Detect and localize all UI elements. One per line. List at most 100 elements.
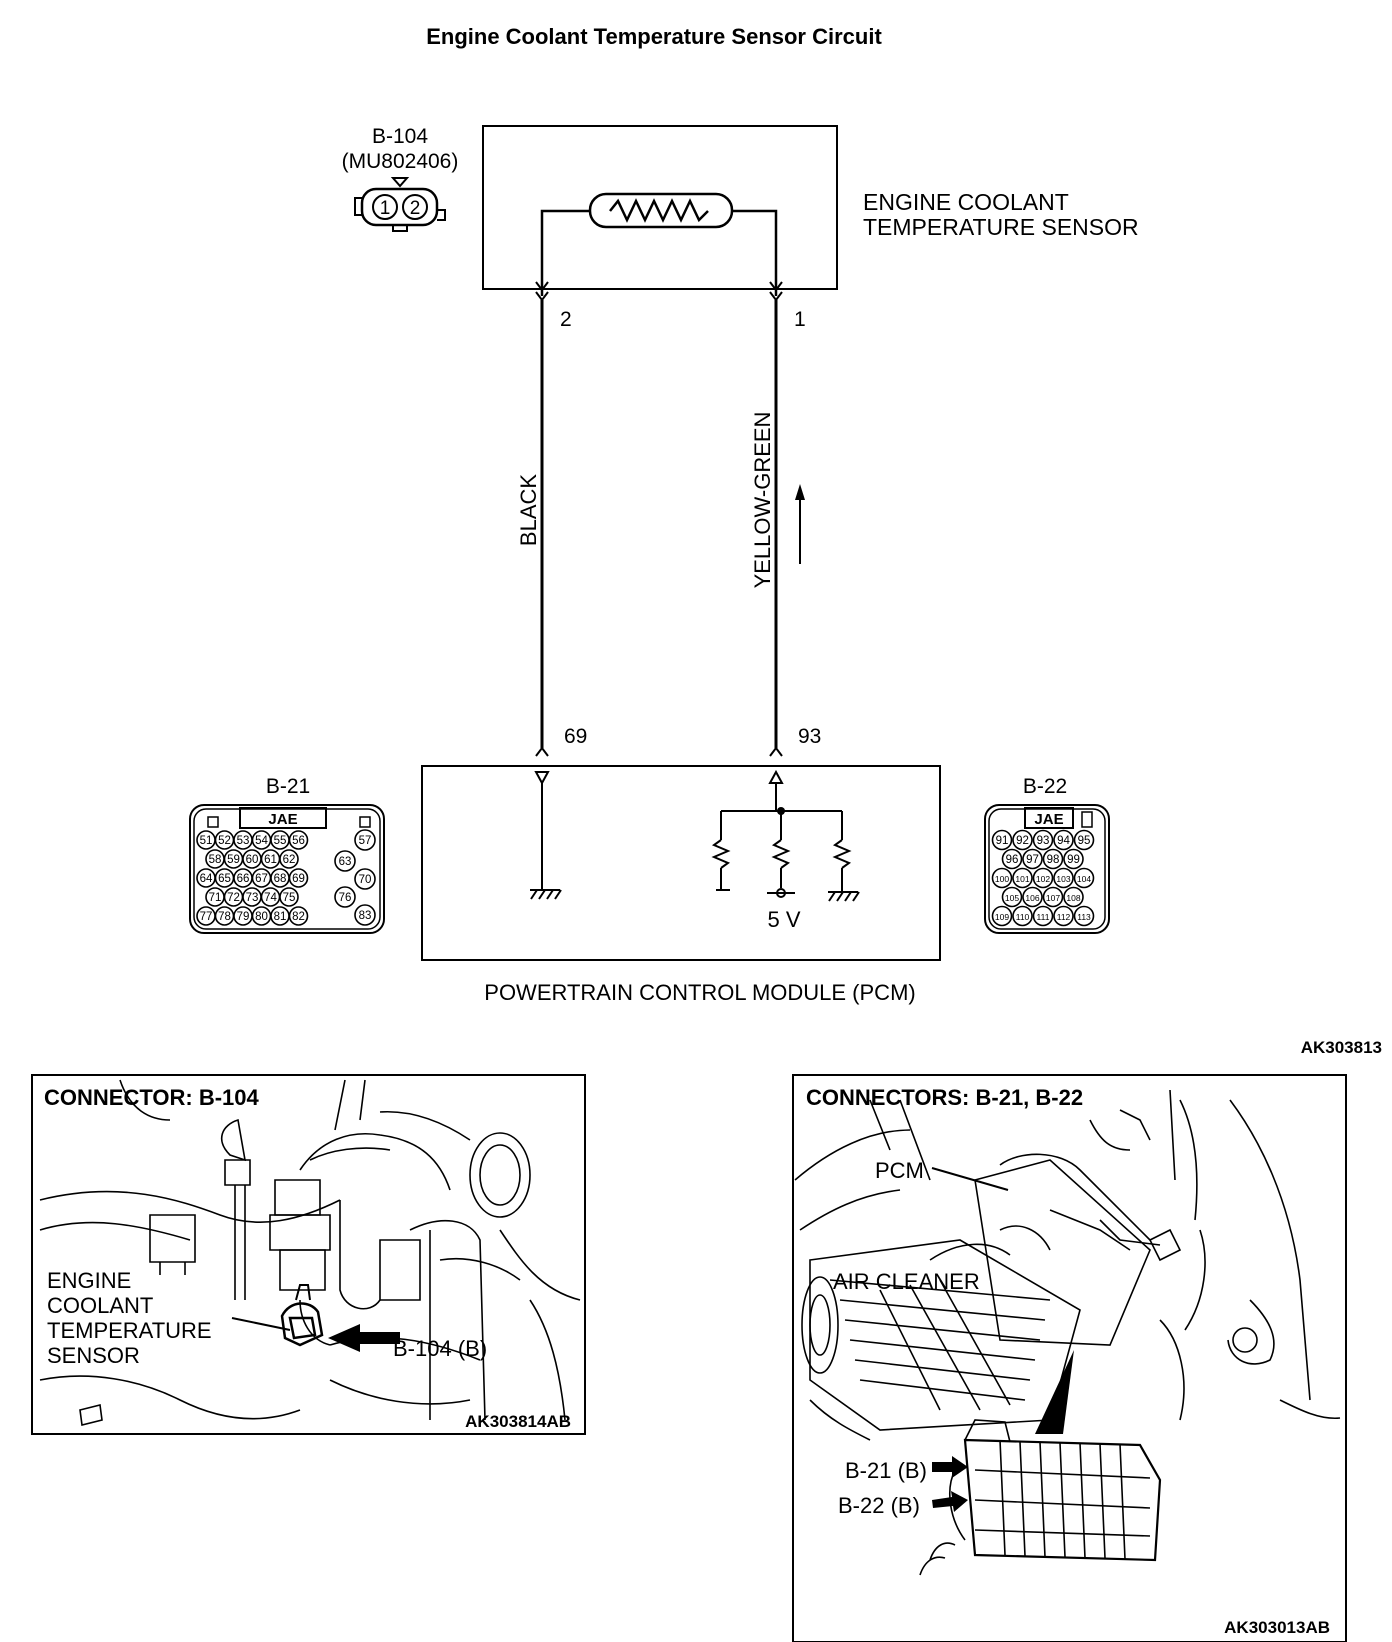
yellow-green-wire-label: YELLOW-GREEN: [750, 412, 775, 589]
connector-b104-latch: [390, 177, 410, 188]
connector-b22-type: JAE: [1034, 811, 1063, 828]
b21-pin-82-circle: [288, 906, 309, 926]
pcm-bay-sketch: [794, 1089, 1341, 1441]
b22-pin-111-circle: [1032, 905, 1054, 927]
b22-pin-106: 106: [1025, 893, 1039, 903]
b21-pin-65: 65: [218, 873, 231, 885]
sensor-pin-1: 1: [794, 308, 806, 331]
sensor-box: [482, 125, 838, 290]
pcm-box: [421, 765, 941, 961]
b22-pin-98-circle: [1042, 848, 1064, 870]
b21-pin-77: 77: [200, 911, 213, 923]
b21-pin-64: 64: [200, 873, 213, 885]
b22-pin-100: 100: [995, 874, 1009, 884]
b22-pin-109: 109: [995, 912, 1009, 922]
b21-pin-67: 67: [255, 873, 268, 885]
b21-pin-72: 72: [227, 892, 240, 904]
b22-pin-105: 105: [1005, 893, 1019, 903]
page-title: Engine Coolant Temperature Sensor Circui…: [426, 24, 882, 49]
b22-pin-110: 110: [1016, 912, 1030, 922]
connector-b22-id: B-22: [1023, 775, 1067, 798]
left-label-line-1: ENGINE: [47, 1268, 131, 1293]
b22-pin-107-circle: [1042, 886, 1064, 908]
b22-pin-111: 111: [1037, 912, 1050, 922]
b21-pin-69-circle: [288, 868, 309, 888]
b22-pin-93-circle: [1032, 829, 1054, 851]
connector-b104-part: (MU802406): [342, 150, 459, 173]
b21-pin-58: 58: [209, 854, 222, 866]
b21-pin-59: 59: [227, 854, 240, 866]
b22-pin-94: 94: [1057, 835, 1070, 847]
b22-pin-98: 98: [1047, 854, 1060, 866]
left-photo-panel: CONNECTOR: B-104 ENGINE COOLANT TEMPERAT…: [31, 1074, 586, 1435]
b21-pin-69: 69: [292, 873, 305, 885]
b21-pin-57: 57: [359, 835, 372, 847]
pcm-unit-sketch: [919, 1419, 1162, 1576]
sensor-label-line-2: TEMPERATURE SENSOR: [863, 214, 1139, 240]
b21-pin-68: 68: [274, 873, 287, 885]
right-photo-panel: CONNECTORS: B-21, B-22 PCM AIR CLEANER B…: [792, 1074, 1347, 1642]
b21-pin-79: 79: [237, 911, 250, 923]
b21-locator-arrow: [932, 1456, 968, 1478]
b22-locator-arrow: [932, 1491, 968, 1512]
pcm-callout: PCM: [875, 1158, 924, 1183]
b22-pin-92-circle: [1012, 829, 1033, 851]
b22-pin-104: 104: [1077, 874, 1091, 884]
b21-pin-56: 56: [292, 835, 305, 847]
engine-bay-sketch: [39, 1079, 581, 1426]
b21-pin-53: 53: [237, 835, 250, 847]
pcm-pointer-triangle: [1035, 1350, 1074, 1434]
coolant-sensor: [482, 125, 838, 302]
b104-locator-arrow: [328, 1324, 400, 1352]
b22-pin-113: 113: [1077, 912, 1091, 922]
current-direction-arrow: [795, 484, 805, 564]
b22-pin-112-circle: [1053, 905, 1074, 927]
diagram-code: AK303813: [1301, 1038, 1382, 1057]
b21-pin-75-circle: [279, 887, 299, 907]
b22-pin-91-circle: [991, 829, 1013, 851]
b21-pin-55: 55: [274, 835, 287, 847]
b22-pin-96-circle: [1001, 848, 1023, 870]
b104-arrow-label: B-104 (B): [393, 1336, 487, 1361]
left-label-line-4: SENSOR: [47, 1343, 140, 1368]
b21-pin-76: 76: [339, 892, 352, 904]
b21-pin-62-circle: [279, 849, 299, 869]
b21-pin-70-circle: [354, 868, 376, 890]
b22-pin-103: 103: [1056, 874, 1070, 884]
sensor-wire-left: [540, 209, 590, 296]
b22-pin-100-circle: [991, 867, 1013, 889]
right-panel-title: CONNECTORS: B-21, B-22: [806, 1085, 1083, 1110]
b22-pin-109-circle: [991, 905, 1013, 927]
black-wire-label: BLACK: [516, 474, 541, 546]
pcm-pin-69: 69: [564, 725, 587, 748]
left-panel-code: AK303814AB: [465, 1412, 571, 1431]
connector-b104-id: B-104: [372, 125, 428, 148]
b22-pin-105-circle: [1001, 886, 1023, 908]
thermistor-zigzag: [609, 198, 709, 223]
b21-pin-83: 83: [359, 910, 372, 922]
b22-pin-92: 92: [1016, 835, 1029, 847]
b22-pin-108-circle: [1063, 886, 1084, 908]
b21-pin-70: 70: [359, 874, 372, 886]
b21-pin-60: 60: [246, 854, 259, 866]
b21-pin-54: 54: [255, 835, 268, 847]
connector-b104: B-104 (MU802406) 1 2: [342, 125, 459, 232]
b21-pin-62: 62: [283, 854, 296, 866]
b22-pin-110-circle: [1012, 905, 1033, 927]
pcm-module: [421, 765, 941, 961]
b22-pin-102-circle: [1032, 867, 1054, 889]
left-label-line-3: TEMPERATURE: [47, 1318, 212, 1343]
pcm-label: POWERTRAIN CONTROL MODULE (PCM): [484, 980, 915, 1005]
b22-pin-101-circle: [1012, 867, 1033, 889]
b21-pin-51: 51: [200, 835, 213, 847]
b21-pin-74: 74: [264, 892, 277, 904]
b21-pin-52: 52: [218, 835, 231, 847]
b22-pin-95-circle: [1073, 829, 1095, 851]
right-panel-code: AK303013AB: [1224, 1618, 1330, 1637]
b21-pin-82: 82: [292, 911, 305, 923]
